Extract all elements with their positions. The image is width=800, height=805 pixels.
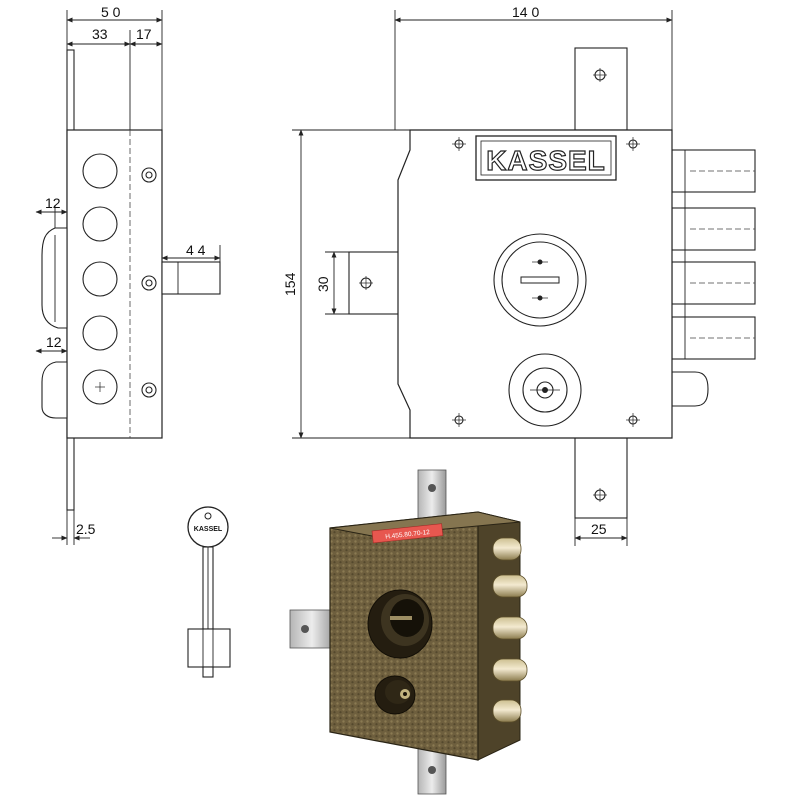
- kassel-logo-box: [475, 135, 617, 181]
- side-backplate-offset-bottom: 12: [46, 334, 62, 350]
- front-view: 14 0 154 25 30: [282, 4, 756, 546]
- key-illustration: KASSEL: [187, 506, 231, 678]
- photo-small-cylinder: [374, 675, 416, 715]
- secondary-cylinder-icon: [508, 353, 582, 427]
- side-backplate-offset-top: 12: [45, 195, 61, 211]
- front-height-overall: 154: [282, 272, 298, 296]
- photo-bolts: [492, 537, 528, 723]
- side-view: 5 0 33 17 4 4: [35, 4, 221, 545]
- front-tab-width: 25: [591, 521, 607, 537]
- photo-side-plate: [289, 609, 335, 649]
- front-latch-height: 30: [315, 276, 331, 292]
- photo-red-label: [371, 523, 444, 544]
- key-head-text: KASSEL: [194, 526, 223, 533]
- front-width-overall: 14 0: [512, 4, 539, 20]
- side-bolt-holes: [82, 153, 118, 405]
- kassel-logo: KASSEL: [486, 145, 606, 176]
- photo-main-cylinder: [367, 589, 433, 659]
- side-backplate-upper: [41, 227, 68, 329]
- side-screws: [141, 167, 157, 398]
- side-plate-thickness: 2.5: [76, 521, 96, 537]
- side-width-part-b: 17: [136, 26, 152, 42]
- key-bit: [187, 628, 231, 668]
- side-latch-bolt: [161, 261, 221, 295]
- photo-top-plate: [417, 469, 447, 523]
- front-corner-screws: [452, 137, 640, 427]
- main-cylinder-icon: [493, 233, 587, 327]
- photo-label-text: H.455.80.70-12: [385, 529, 431, 541]
- front-latch-tab: [348, 251, 400, 315]
- side-backplate-lower: [41, 361, 68, 419]
- lock-photo: H.455.80.70-12: [289, 469, 528, 795]
- bottom-mounting-tab: [574, 437, 628, 519]
- top-mounting-tab: [574, 47, 628, 131]
- side-bolt-projection: 4 4: [186, 242, 206, 258]
- side-width-overall: 5 0: [101, 4, 121, 20]
- side-width-part-a: 33: [92, 26, 108, 42]
- front-bolts: [671, 149, 756, 407]
